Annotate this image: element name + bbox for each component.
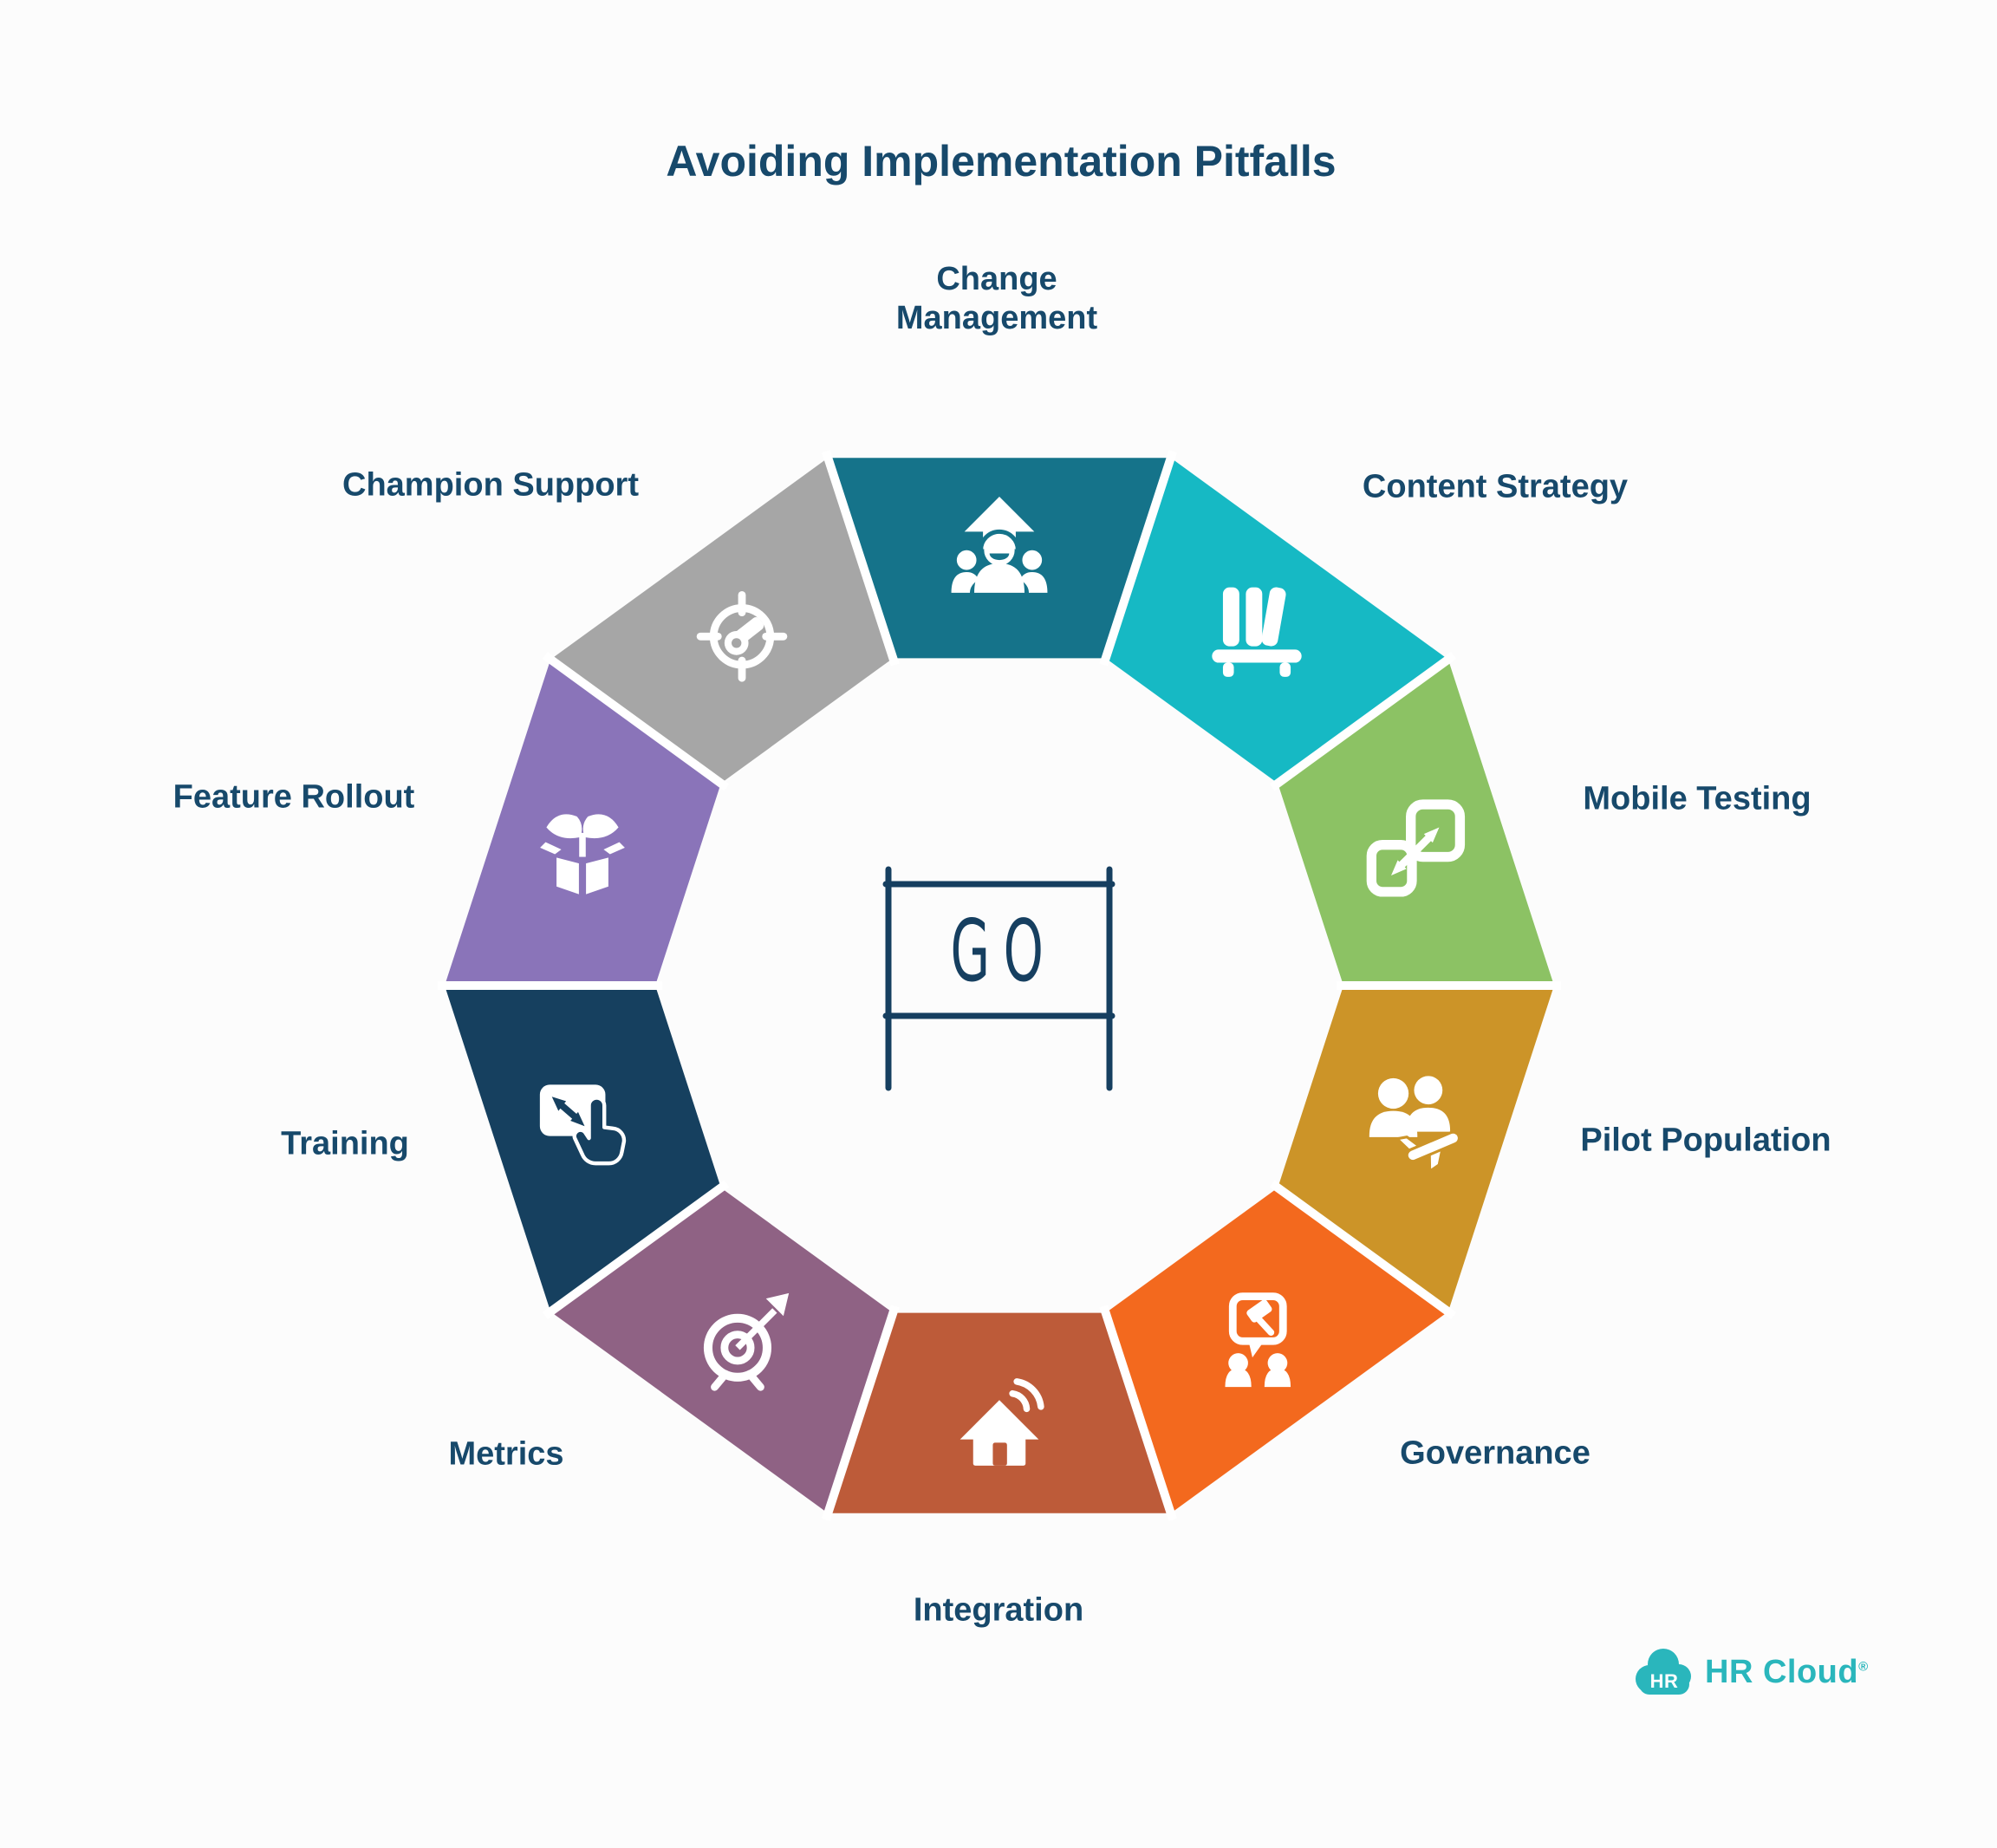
- segment-separator: [1099, 1305, 1177, 1521]
- go-flag-icon: GO: [882, 866, 1116, 1091]
- registered-mark: ®: [1858, 1658, 1869, 1674]
- segment-governance: [1105, 1188, 1448, 1513]
- smart-home-icon: [945, 1370, 1054, 1479]
- hr-badge-text: HR: [1650, 1670, 1679, 1692]
- screen-resize-icon: [1362, 796, 1471, 905]
- hr-cloud-logo: HR HR Cloud®: [1631, 1645, 1869, 1699]
- people-plane-icon: [1362, 1066, 1471, 1175]
- touchscreen-hand-icon: [528, 1066, 637, 1175]
- go-text: GO: [950, 902, 1057, 1001]
- hr-cloud-badge-icon: HR: [1636, 1649, 1691, 1695]
- segment-separator: [1099, 450, 1177, 667]
- box-sprout-icon: [528, 796, 637, 905]
- segment-separator: [1269, 652, 1457, 791]
- segment-separator: [822, 450, 900, 667]
- bookshelf-icon: [1202, 576, 1311, 686]
- label-champion-support: Champion Support: [342, 466, 639, 504]
- segment-separator: [1269, 1180, 1457, 1319]
- label-pilot-population: Pilot Population: [1580, 1122, 1831, 1159]
- page-title: Avoiding Implementation Pitfalls: [666, 137, 1337, 185]
- hr-cloud-wordmark: HR Cloud®: [1705, 1653, 1869, 1690]
- segment-separator: [822, 1305, 900, 1521]
- segment-separator: [542, 652, 730, 791]
- label-metrics: Metrics: [448, 1435, 564, 1473]
- label-integration: Integration: [913, 1591, 1084, 1629]
- label-governance: Governance: [1400, 1435, 1590, 1472]
- gavel-board-icon: [1202, 1285, 1311, 1395]
- label-change-management: Change Management: [895, 261, 1098, 336]
- segment-feature-rollout: [445, 659, 721, 986]
- label-training: Training: [281, 1125, 409, 1162]
- target-arrow-icon: [687, 1285, 797, 1395]
- label-content-strategy: Content Strategy: [1362, 468, 1629, 505]
- segment-separator: [542, 1180, 730, 1319]
- label-feature-rollout: Feature Rollout: [172, 778, 415, 816]
- label-mobile-testing: Mobile Testing: [1583, 780, 1812, 817]
- compass-needle-icon: [687, 576, 797, 686]
- person-up-arrow-icon: [945, 492, 1054, 602]
